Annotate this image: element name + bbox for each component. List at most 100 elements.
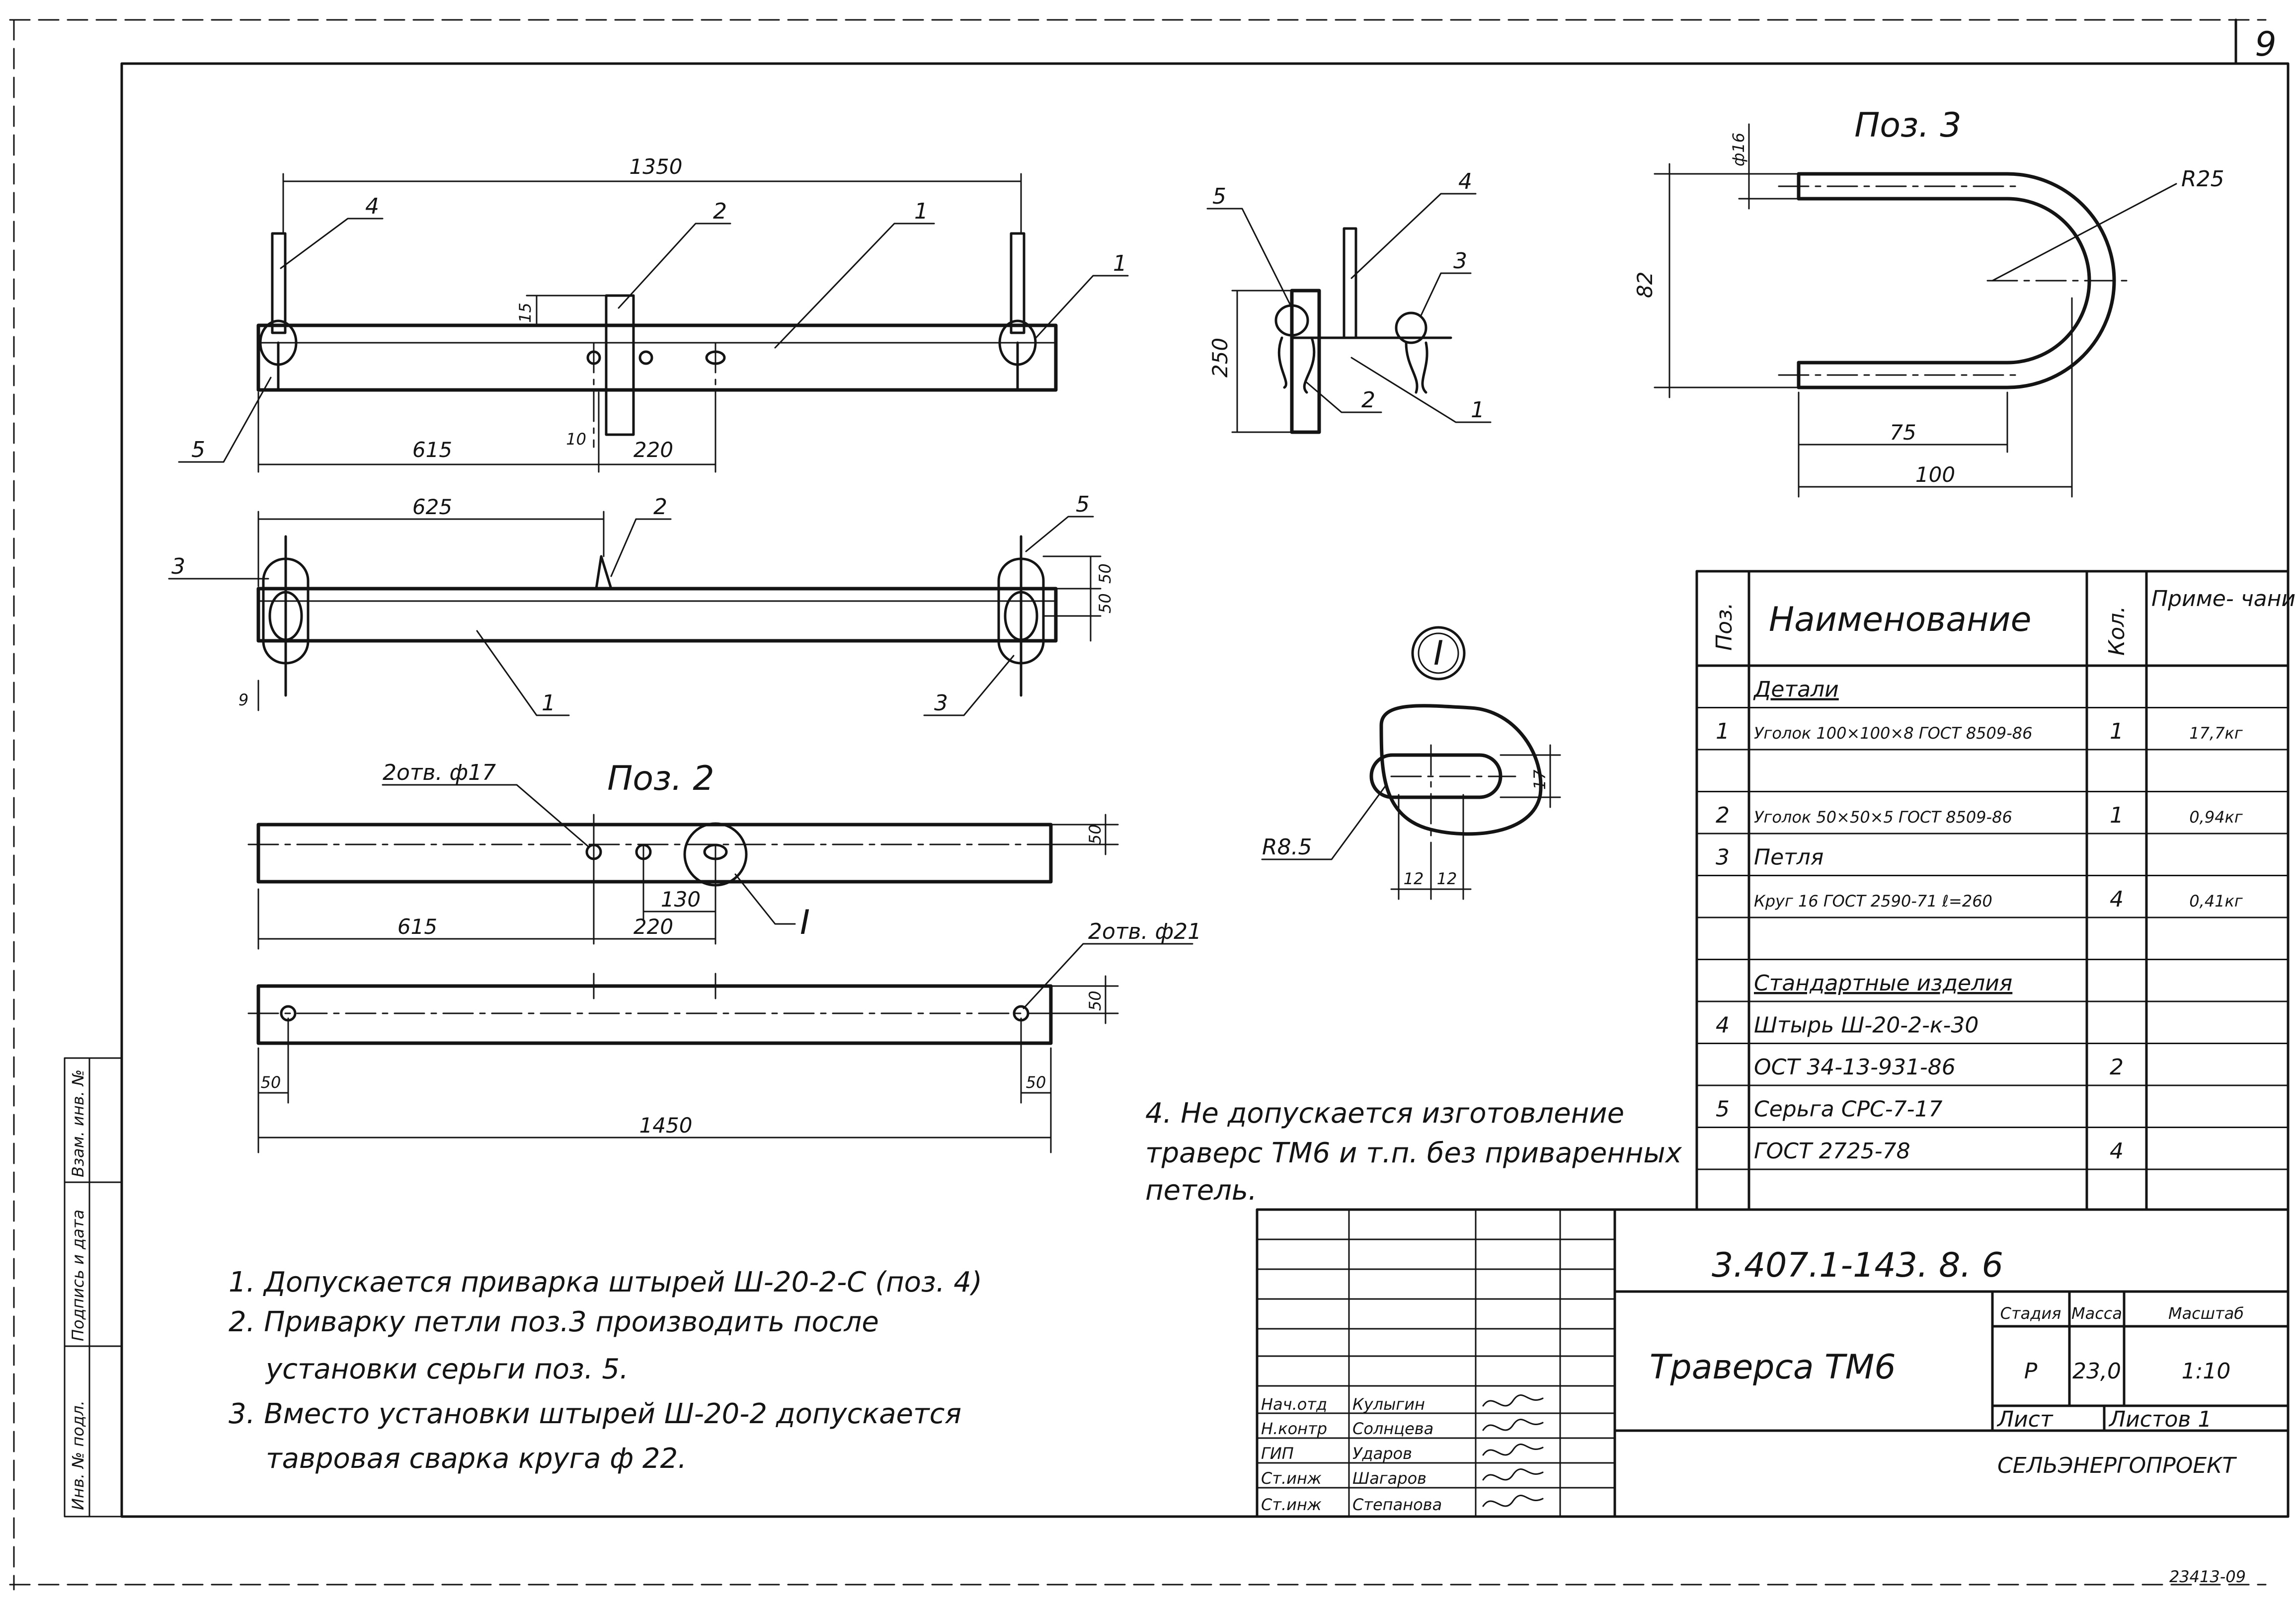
detail-I-view: I 12 12 17 R8.5 (1261, 626, 1561, 900)
side-callout-2: 2 (1361, 387, 1375, 413)
spec-table: Поз. Наименование Кол. Приме- чание Дета… (1695, 570, 2296, 1211)
spec-cell-note: 0,41кг (2189, 892, 2243, 911)
spec-header-note: Приме- чание (2151, 586, 2296, 611)
pos3-title: Поз. 3 (1854, 106, 1961, 145)
signature-role: ГИП (1261, 1444, 1294, 1463)
sheet-number: 9 (2255, 25, 2276, 64)
dim-625: 625 (412, 495, 452, 519)
spec-cell-pos: 3 (1716, 845, 1730, 870)
dim-50-pos2d: 50 (1086, 991, 1105, 1011)
dim-220-pos2: 220 (633, 915, 673, 939)
doc-code: 3.407.1-143. 8. 6 (1712, 1246, 2003, 1285)
pos3-view: Поз. 3 R25 82 ф16 75 100 (1633, 106, 2224, 498)
dim-R25: R25 (2181, 166, 2224, 192)
spec-header-name: Наименование (1769, 600, 2031, 639)
callout-1: 1 (914, 199, 928, 224)
dim-12b: 12 (1437, 869, 1457, 888)
side-callout-4: 4 (1458, 169, 1472, 194)
spec-cell-pos: 2 (1716, 803, 1730, 828)
organization: СЕЛЬЭНЕРГОПРОЕКТ (1997, 1453, 2237, 1478)
spec-cell-name: ГОСТ 2725-78 (1754, 1139, 1910, 1164)
spec-cell-name: Стандартные изделия (1754, 971, 2012, 996)
dim-10: 10 (566, 430, 586, 449)
dim-220: 220 (633, 438, 673, 462)
dim-100: 100 (1915, 462, 1955, 487)
notes-block: 1. Допускается приварка штырей Ш-20-2-С … (229, 1266, 982, 1475)
signature-role: Ст.инж (1261, 1495, 1322, 1514)
dim-50b: 50 (1096, 593, 1114, 613)
dim-1350: 1350 (630, 154, 683, 179)
signature-role: Ст.инж (1261, 1469, 1322, 1488)
spec-cell-qty: 1 (2110, 719, 2124, 744)
dim-50-right: 50 (1026, 1073, 1046, 1092)
note-2-cont: установки серьги поз. 5. (265, 1353, 629, 1385)
note4-line1: 4. Не допускается изготовление (1145, 1097, 1624, 1130)
detail-mark: I (1433, 634, 1443, 673)
note-2: 2. Приварку петли поз.3 производить посл… (229, 1306, 879, 1338)
spec-cell-pos: 4 (1716, 1013, 1730, 1038)
spec-header-pos: Поз. (1712, 603, 1737, 651)
spec-cell-name: Серьга СРС-7-17 (1754, 1097, 1942, 1122)
spec-header-qty: Кол. (2104, 606, 2130, 656)
spec-cell-qty: 4 (2110, 1139, 2124, 1164)
side-callout-5: 5 (1212, 184, 1226, 209)
signature-scribble (1482, 1468, 1544, 1481)
plan-callout-1: 1 (542, 690, 555, 716)
dim-R85: R8.5 (1262, 835, 1312, 860)
spec-cell-qty: 1 (2110, 803, 2124, 828)
dim-250: 250 (1208, 338, 1232, 378)
side-stamp-inv: Инв. № подл. (69, 1400, 87, 1510)
spec-cell-note: 0,94кг (2189, 808, 2243, 827)
sheets-label: Листов 1 (2108, 1407, 2212, 1432)
stage-value: Р (2024, 1359, 2038, 1384)
callout-1b: 1 (1113, 251, 1127, 276)
spec-cell-name: Уголок 50×50×5 ГОСТ 8509-86 (1754, 808, 2012, 827)
dim-15: 15 (516, 303, 535, 323)
spec-cell-pos: 5 (1716, 1097, 1730, 1122)
note-4: 4. Не допускается изготовление траверс Т… (1145, 1097, 1682, 1207)
signature-scribble (1482, 1394, 1544, 1407)
dim-75: 75 (1890, 420, 1916, 445)
signature-name: Кулыгин (1352, 1395, 1425, 1414)
side-stamp-sign: Подпись и дата (69, 1210, 87, 1341)
side-view: 250 5 4 3 2 1 (1206, 169, 1492, 434)
note-3-cont: тавровая сварка круга ф 22. (266, 1443, 687, 1475)
signature-scribble (1482, 1495, 1544, 1507)
note-1: 1. Допускается приварка штырей Ш-20-2-С … (229, 1266, 982, 1298)
note4-line2: траверс ТМ6 и т.п. без приваренных (1145, 1137, 1682, 1169)
signature-name: Ударов (1352, 1444, 1412, 1463)
spec-cell-name: Круг 16 ГОСТ 2590-71 ℓ=260 (1754, 892, 1992, 911)
mass-header: Масса (2071, 1304, 2122, 1323)
side-callout-1: 1 (1471, 397, 1485, 423)
spec-cell-name: ОСТ 34-13-931-86 (1754, 1055, 1956, 1080)
stage-header: Стадия (2000, 1304, 2061, 1323)
spec-cell-name: Петля (1754, 845, 1823, 870)
signature-role: Н.контр (1261, 1419, 1327, 1438)
dim-50-left: 50 (261, 1073, 281, 1092)
archive-number: 23413-09 (2169, 1567, 2246, 1586)
note-3: 3. Вместо установки штырей Ш-20-2 допуск… (229, 1398, 961, 1430)
dim-1450: 1450 (639, 1113, 693, 1138)
spec-cell-name: Детали (1753, 677, 1839, 702)
pos2-view: Поз. 2 130 615 220 50 2отв. ф17 I (247, 759, 1119, 950)
plan-callout-3b: 3 (934, 690, 948, 716)
spec-cell-note: 17,7кг (2189, 724, 2243, 743)
spec-cell-name: Штырь Ш-20-2-к-30 (1754, 1013, 1979, 1038)
dim-50-pos2a: 50 (1086, 824, 1105, 844)
holes-17: 2отв. ф17 (383, 760, 496, 785)
spec-cell-qty: 4 (2110, 887, 2124, 912)
spec-cell-name: Уголок 100×100×8 ГОСТ 8509-86 (1754, 724, 2033, 743)
plan-callout-5: 5 (1076, 492, 1090, 517)
side-callout-3: 3 (1453, 248, 1467, 274)
plan-view: 625 50 50 9 2 3 5 1 3 (168, 492, 1114, 716)
pos2-bottom-view: 50 50 1450 50 2отв. ф21 (247, 919, 1201, 1153)
side-stamp: Инв. № подл. Подпись и дата Взам. инв. № (64, 1057, 123, 1518)
plan-callout-2: 2 (653, 494, 667, 520)
side-stamp-replace: Взам. инв. № (69, 1069, 87, 1177)
dim-50a: 50 (1096, 563, 1114, 584)
title-block: 3.407.1-143. 8. 6 Траверса ТМ6 Стадия Ма… (1256, 1208, 2290, 1518)
signature-name: Степанова (1352, 1495, 1442, 1514)
callout-2: 2 (713, 199, 727, 224)
